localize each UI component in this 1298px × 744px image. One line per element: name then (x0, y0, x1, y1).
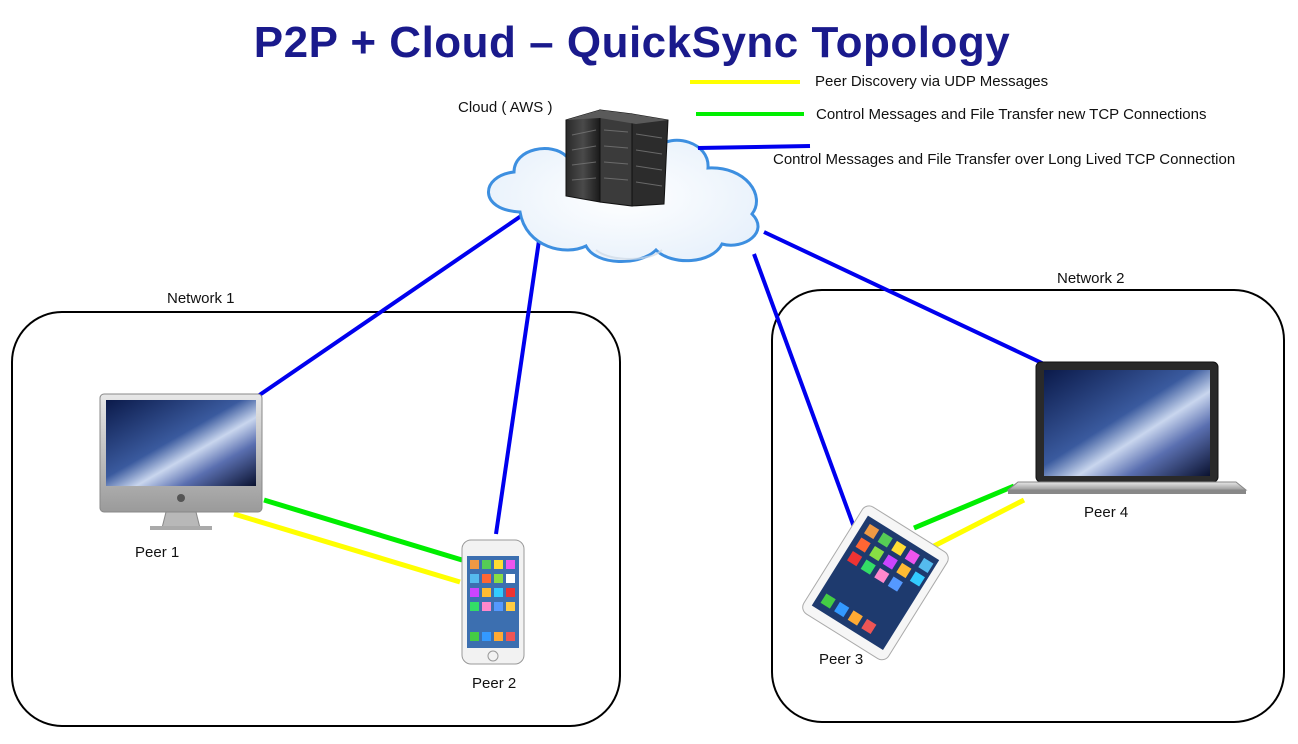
diagram-title: P2P + Cloud – QuickSync Topology (253, 18, 1011, 67)
smartphone-icon (461, 539, 525, 665)
link-cloud-peer3 (752, 253, 860, 539)
server-rack-icon (565, 109, 669, 207)
network-2-boundary (771, 289, 1285, 723)
tcp-new-link-peer1-peer2 (263, 497, 463, 563)
link-cloud-peer1 (256, 212, 526, 398)
network-1-label: Network 1 (167, 290, 235, 307)
long-lived-tcp-links (256, 212, 1045, 539)
network-1-boundary (11, 311, 621, 727)
peer-2-label: Peer 2 (472, 675, 517, 692)
link-cloud-peer2 (494, 219, 544, 535)
udp-link-peer1-peer2 (233, 511, 461, 585)
link-cloud-peer4 (763, 230, 1045, 366)
peer-3-label: Peer 3 (819, 651, 864, 668)
cloud-label: Cloud ( AWS ) (458, 99, 553, 116)
legend-label-tcp-new: Control Messages and File Transfer new T… (816, 106, 1207, 123)
peer-4-label: Peer 4 (1084, 504, 1129, 521)
tablet-icon (802, 505, 949, 661)
tcp-new-link-peer3-peer4 (913, 483, 1015, 531)
laptop-icon (1006, 361, 1248, 494)
udp-link-peer3-peer4 (932, 497, 1026, 549)
network-2-label: Network 2 (1057, 270, 1125, 287)
legend-label-tcp-long: Control Messages and File Transfer over … (773, 151, 1236, 168)
legend-label-udp: Peer Discovery via UDP Messages (815, 73, 1049, 90)
peer-1-label: Peer 1 (135, 544, 180, 561)
desktop-computer-icon (99, 393, 263, 530)
